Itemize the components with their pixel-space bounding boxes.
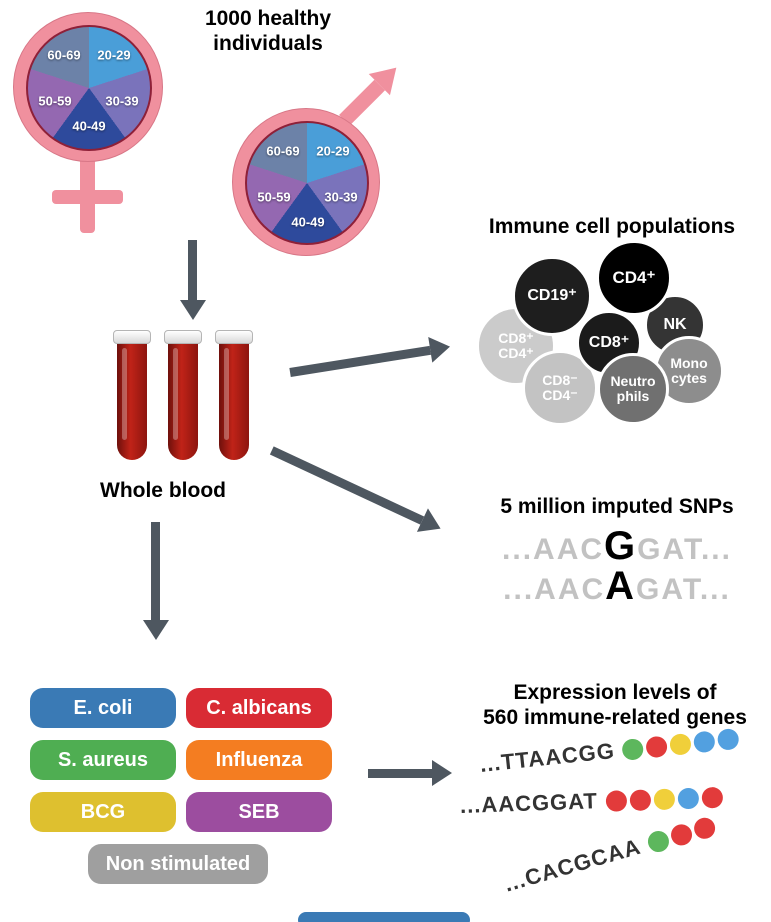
age-label-20-29: 20-29 [97, 47, 131, 63]
female-disc: 20-29 30-39 40-49 50-59 60-69 [13, 12, 163, 162]
arrow-blood-to-cells [288, 333, 453, 385]
stimulus-bcg: BCG [30, 792, 176, 832]
tube-cap [215, 330, 253, 344]
arrow-stimuli-to-expression [368, 760, 452, 786]
cell-label: CD19⁺ [527, 286, 577, 304]
gene-dot [693, 729, 717, 753]
age-label-60-69: 60-69 [266, 143, 300, 159]
tube-shine [173, 348, 178, 440]
male-arrow-shaft [338, 79, 385, 126]
snp-suffix: GAT... [637, 533, 732, 566]
age-label-50-59: 50-59 [257, 189, 291, 205]
gene-dot [701, 786, 724, 809]
gene-dot [668, 821, 695, 848]
blood-tube [214, 330, 254, 462]
gene-dot [621, 737, 645, 761]
expression-heading-line2: 560 immune-related genes [483, 706, 747, 730]
gene-dot [629, 788, 652, 811]
expression-heading: Expression levels of 560 immune-related … [460, 680, 770, 730]
cell-label: Neutro [610, 373, 656, 390]
expression-heading-line1: Expression levels of [513, 681, 717, 704]
immune-cells-heading: Immune cell populations [488, 215, 736, 238]
cohort-title-line2: individuals [213, 32, 323, 56]
age-label-30-39: 30-39 [324, 189, 358, 205]
female-gender-icon [52, 190, 123, 204]
arrow-blood-to-stimuli [143, 522, 169, 640]
gene-dot [645, 734, 669, 758]
cohort-title-line1: 1000 healthy [204, 7, 332, 30]
tube-cap [164, 330, 202, 344]
cohort-title: 1000 healthy individuals [163, 6, 373, 56]
gene-strand: ...TTAACGG [479, 725, 741, 778]
tube-body [219, 338, 249, 460]
cell-label: Mono [670, 355, 708, 372]
snp-variant-allele: G [604, 524, 638, 568]
male-age-pie-chart: 20-29 30-39 40-49 50-59 60-69 [245, 121, 369, 245]
stimulus-seb: SEB [186, 792, 332, 832]
cell-label: CD4⁺ [612, 268, 656, 288]
cell-label: CD4⁻ [542, 387, 578, 403]
cell-label: CD8⁺ [498, 330, 534, 347]
stimulus-influenza: Influenza [186, 740, 332, 780]
cell-label: NK [663, 315, 687, 333]
gene-strand: ...CACGCAA [501, 812, 718, 897]
snp-prefix: ...AAC [502, 533, 605, 566]
cell-label: CD8⁺ [588, 333, 630, 351]
age-label-40-49: 40-49 [72, 118, 106, 134]
tube-shine [122, 348, 127, 440]
age-label-50-59: 50-59 [38, 93, 72, 109]
snps-heading: 5 million imputed SNPs [500, 495, 734, 518]
cell-label: CD8⁻ [542, 372, 578, 389]
female-age-pie-chart: 20-29 30-39 40-49 50-59 60-69 [26, 25, 152, 151]
stimulus-non-stimulated: Non stimulated [88, 844, 268, 884]
age-label-60-69: 60-69 [47, 47, 81, 63]
gene-dot [645, 828, 672, 855]
arrow-blood-to-snps [267, 438, 447, 541]
strand-sequence: ...AACGGAT [459, 788, 599, 818]
gene-dot [669, 732, 693, 756]
strand-sequence: ...TTAACGG [478, 737, 616, 777]
stimulus-c-albicans: C. albicans [186, 688, 332, 728]
snp-prefix: ...AAC [503, 573, 606, 606]
tube-body [168, 338, 198, 460]
tube-cap [113, 330, 151, 344]
gene-dot [717, 727, 741, 751]
gene-strand: ...AACGGAT [460, 784, 724, 819]
tube-shine [224, 348, 229, 440]
gene-dot [653, 788, 676, 810]
cell-cd19: CD19⁺ [512, 256, 592, 336]
arrow-individuals-to-blood [180, 240, 206, 320]
age-label-40-49: 40-49 [291, 214, 325, 230]
gene-dot [691, 814, 718, 841]
blood-tube [163, 330, 203, 462]
snp-sequence-1: ...AACGGAT... [462, 524, 771, 569]
snp-variant-allele: A [605, 564, 637, 608]
cell-cd8neg-cd4neg: CD8⁻CD4⁻ [522, 350, 598, 426]
strand-sequence: ...CACGCAA [501, 833, 644, 897]
cell-label: CD4⁺ [498, 345, 534, 361]
male-disc: 20-29 30-39 40-49 50-59 60-69 [232, 108, 380, 256]
gene-dot [605, 789, 628, 812]
cell-label: phils [616, 388, 650, 404]
whole-blood-label: Whole blood [100, 479, 226, 502]
snp-sequence-2: ...AACAGAT... [462, 564, 771, 609]
age-label-30-39: 30-39 [105, 93, 139, 109]
blood-tube [112, 330, 152, 462]
stimulus-s-aureus: S. aureus [30, 740, 176, 780]
cell-cd4: CD4⁺ [596, 240, 672, 316]
age-label-20-29: 20-29 [316, 143, 350, 159]
cell-label: cytes [671, 370, 707, 386]
cutoff-element [298, 912, 470, 922]
tube-body [117, 338, 147, 460]
gene-dot [677, 787, 700, 809]
snp-suffix: GAT... [636, 573, 731, 606]
stimulus-e-coli: E. coli [30, 688, 176, 728]
